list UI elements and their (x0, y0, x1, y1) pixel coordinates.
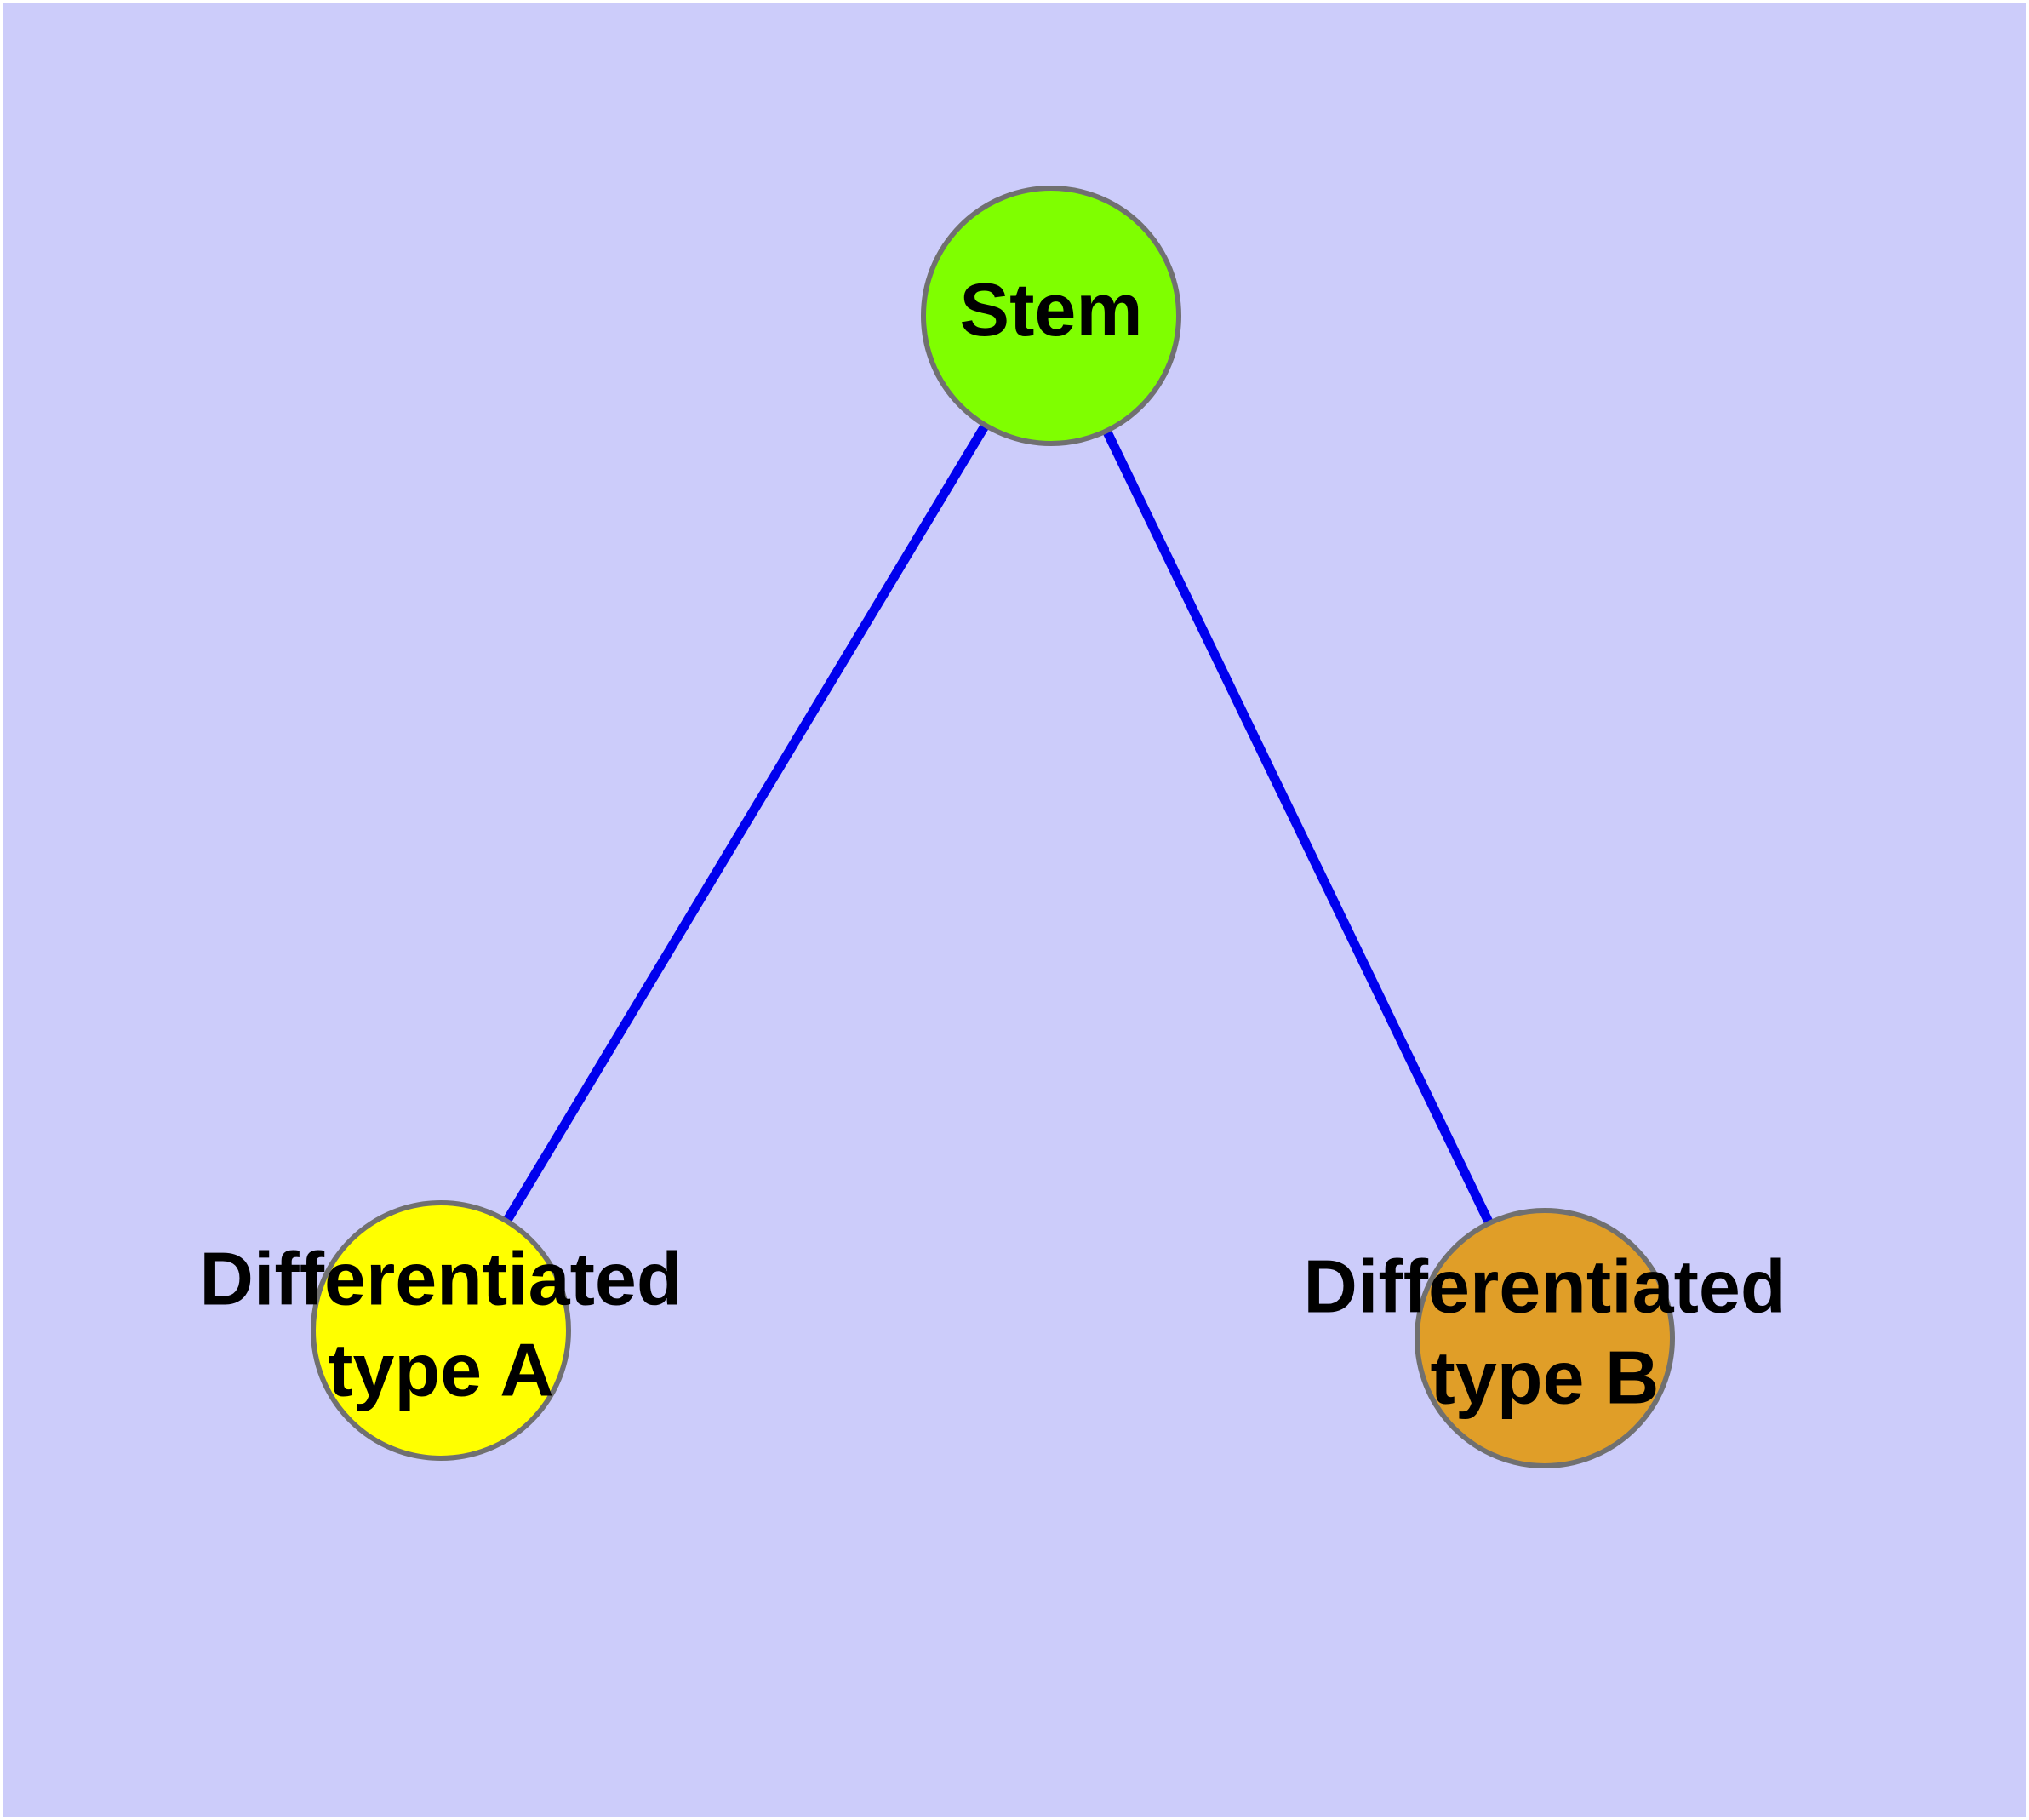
node-stem-label: Stem (959, 267, 1142, 352)
node-differentiated-type-a-circle[interactable] (311, 1200, 571, 1461)
edge-stem-to-differentiated-type-a[interactable] (500, 420, 992, 1227)
edges-layer (500, 420, 1495, 1228)
edge-stem-to-differentiated-type-b[interactable] (1100, 426, 1495, 1228)
node-stem-circle[interactable] (921, 186, 1181, 446)
node-label-line: Differentiated (199, 1237, 682, 1321)
node-label-line: type B (1431, 1336, 1660, 1420)
node-differentiated-type-b-circle[interactable] (1415, 1208, 1675, 1468)
node-label-line: Stem (959, 267, 1142, 352)
node-stem[interactable]: Stem (921, 186, 1181, 446)
node-label-line: type A (328, 1328, 554, 1412)
node-label-line: Differentiated (1303, 1245, 1786, 1329)
